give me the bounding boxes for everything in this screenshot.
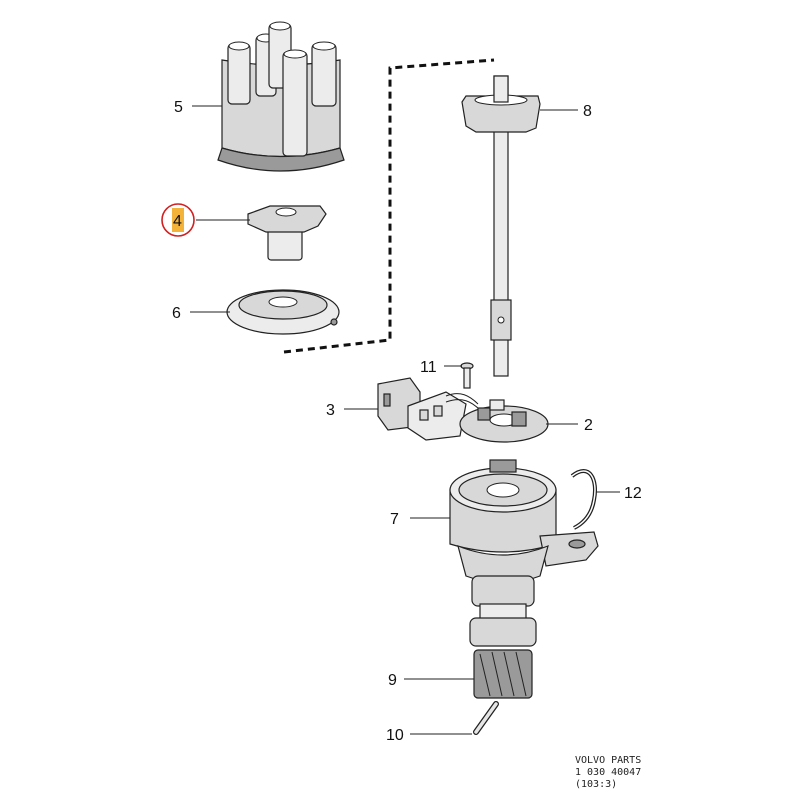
callout-9: 9 (388, 672, 397, 689)
reference-brand: VOLVO PARTS (575, 755, 641, 766)
callout-10: 10 (386, 727, 404, 744)
callout-2: 2 (584, 417, 593, 434)
callout-highlight-circle (161, 203, 195, 237)
reference-code: (103:3) (575, 779, 617, 790)
distributor-shaft (461, 75, 541, 377)
rotor (247, 205, 327, 261)
pin (473, 701, 499, 735)
retaining-clip (570, 469, 597, 530)
callout-3: 3 (326, 402, 335, 419)
screw (460, 362, 474, 389)
callout-7: 7 (390, 511, 399, 528)
impulse-sender (459, 399, 549, 443)
callout-6: 6 (172, 305, 181, 322)
distributor-housing (449, 459, 599, 584)
callout-4: 4 (173, 213, 182, 230)
callout-11: 11 (420, 359, 437, 376)
callout-12: 12 (624, 485, 642, 502)
callout-8: 8 (583, 103, 592, 120)
control-unit (377, 377, 481, 441)
callout-highlight-fill (172, 208, 184, 232)
drive-gear-assembly (469, 575, 537, 699)
reference-number: 1 030 40047 (575, 767, 641, 778)
distributor-cap (217, 21, 345, 172)
callout-5: 5 (174, 99, 183, 116)
assembly-dashed-line (283, 58, 495, 354)
dust-shield (226, 289, 340, 335)
